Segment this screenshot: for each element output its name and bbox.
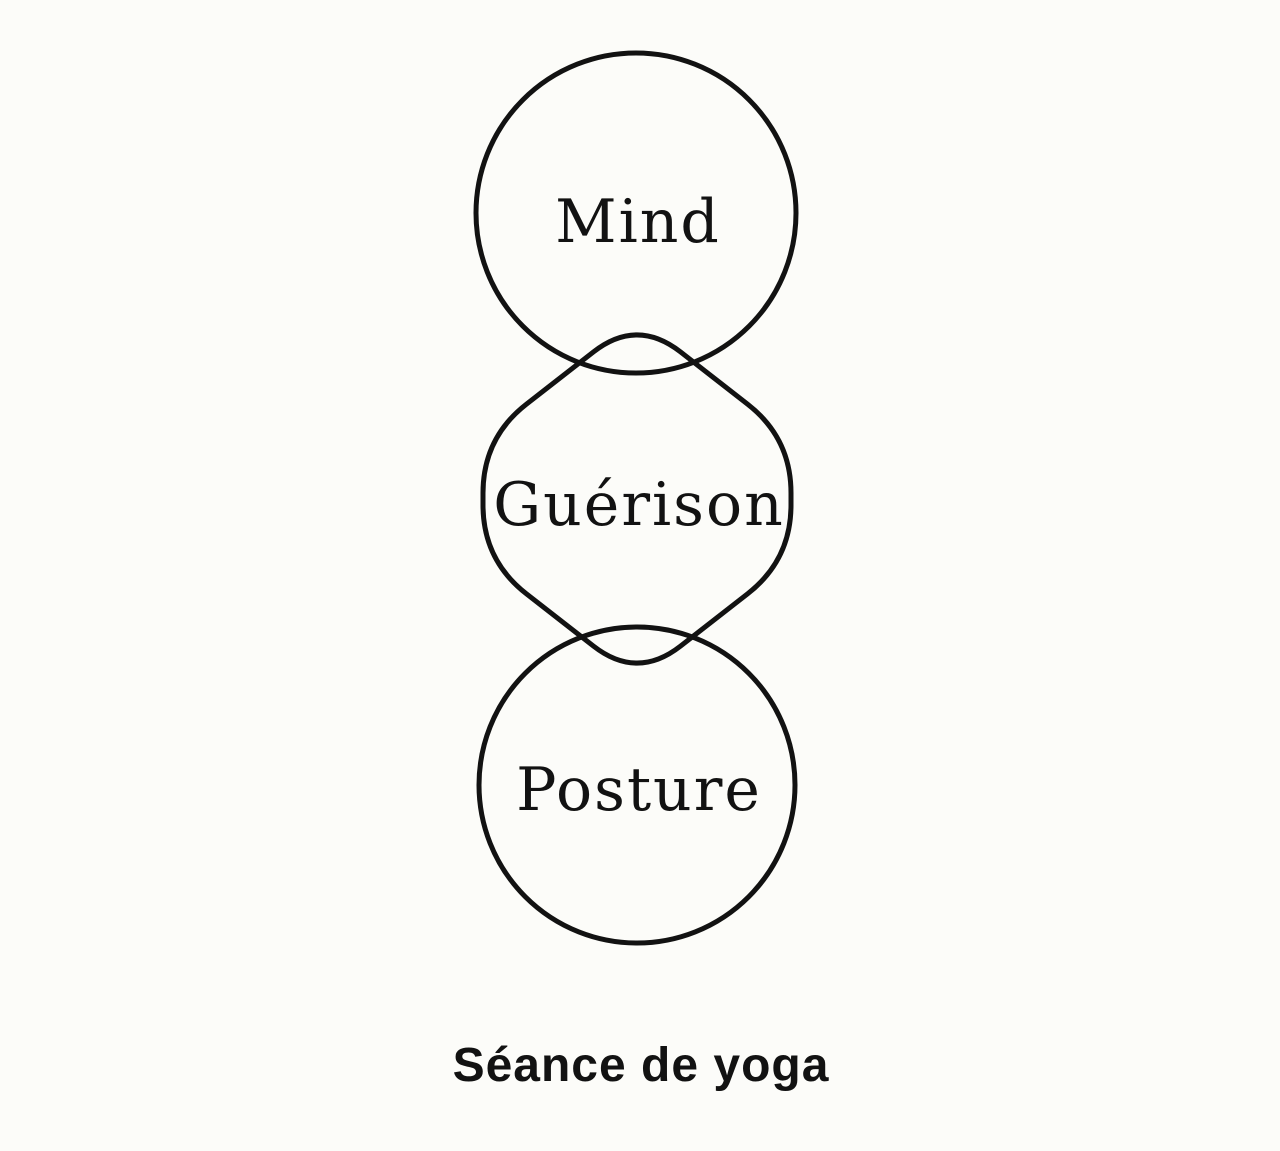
caption: Séance de yoga — [453, 1039, 830, 1092]
guerison-hexagon-outline — [480, 332, 794, 666]
posture-circle-outline — [476, 624, 798, 946]
posture-label: Posture — [516, 755, 762, 825]
mind-circle-outline — [473, 50, 799, 376]
guerison-label: Guérison — [493, 470, 785, 540]
mind-label: Mind — [555, 187, 721, 257]
